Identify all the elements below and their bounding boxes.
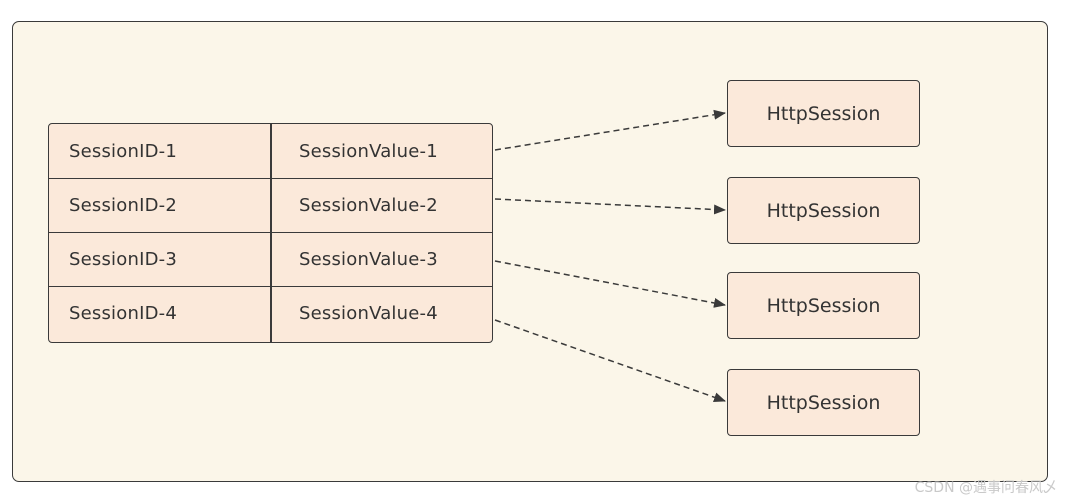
http-session-box: HttpSession	[727, 177, 920, 244]
session-id-cell: SessionID-3	[69, 249, 177, 270]
table-row: SessionID-3 SessionValue-3	[49, 232, 492, 286]
dashed-arrow-3	[494, 260, 726, 308]
table-row: SessionID-4 SessionValue-4	[49, 286, 492, 340]
dashed-arrow-1	[494, 109, 726, 151]
session-value-cell: SessionValue-4	[299, 303, 438, 324]
http-session-box: HttpSession	[727, 272, 920, 339]
dashed-arrow-4	[494, 319, 726, 403]
dashed-arrow-2	[494, 198, 726, 215]
session-table: SessionID-1 SessionValue-1 SessionID-2 S…	[48, 123, 493, 343]
session-value-cell: SessionValue-1	[299, 140, 438, 162]
session-id-cell: SessionID-1	[69, 140, 177, 162]
watermark: CSDN @遇事问春风乄	[914, 480, 1057, 496]
session-id-cell: SessionID-4	[69, 303, 177, 324]
table-row: SessionID-1 SessionValue-1	[49, 124, 492, 178]
column-divider	[270, 124, 272, 342]
session-id-cell: SessionID-2	[69, 195, 177, 216]
table-row: SessionID-2 SessionValue-2	[49, 178, 492, 232]
session-value-cell: SessionValue-2	[299, 195, 438, 216]
http-session-box: HttpSession	[727, 369, 920, 436]
session-value-cell: SessionValue-3	[299, 249, 438, 270]
http-session-box: HttpSession	[727, 80, 920, 147]
